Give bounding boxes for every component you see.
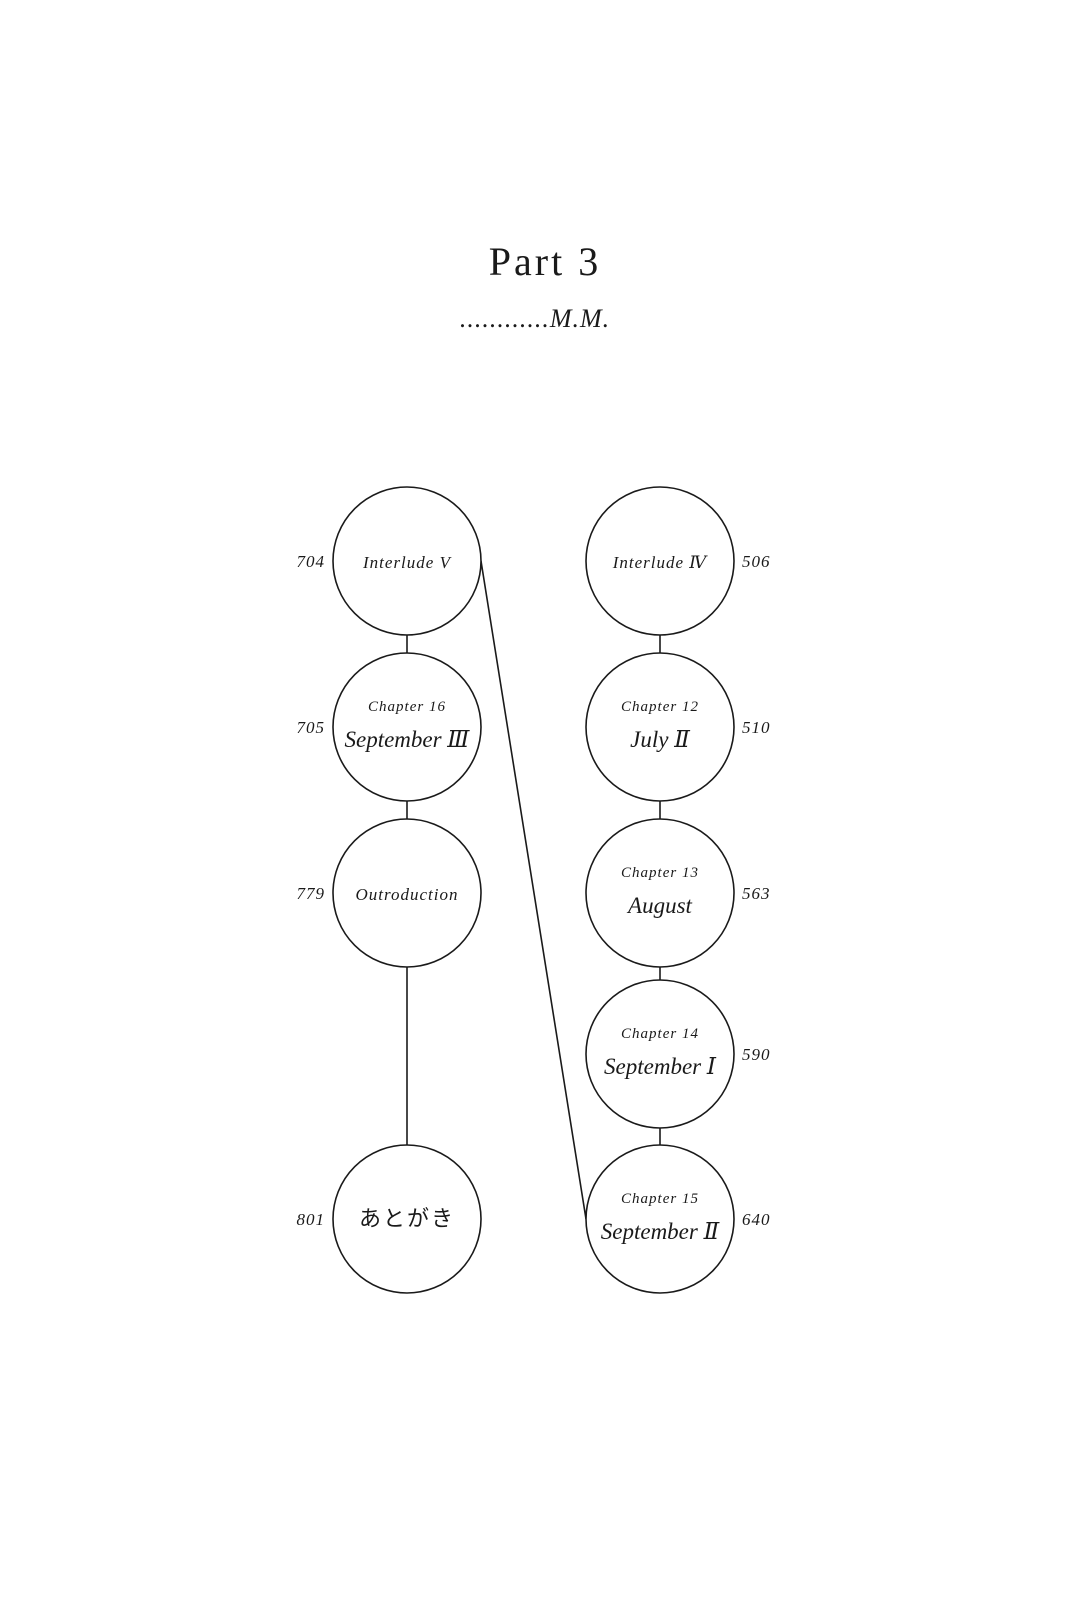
links-layer	[406, 560, 661, 1220]
chapter-title-chapter-14: September Ⅰ	[604, 1054, 717, 1079]
node-chapter-12: Chapter 12 July Ⅱ 510	[585, 652, 771, 802]
chapter-number-chapter-15: Chapter 15	[621, 1191, 699, 1207]
node-circle-chapter-15	[585, 1144, 735, 1294]
node-circle-outroduction	[332, 818, 482, 968]
link-chapter-15-to-interlude-5	[480, 560, 587, 1220]
node-circle-chapter-16	[332, 652, 482, 802]
node-chapter-15: Chapter 15 September Ⅱ 640	[585, 1144, 771, 1294]
page-number-interlude-5: 704	[297, 552, 326, 571]
node-circle-chapter-14	[585, 979, 735, 1129]
node-circle-atogaki	[332, 1144, 482, 1294]
chapter-number-chapter-16: Chapter 16	[368, 699, 446, 715]
chapter-title-chapter-13: August	[626, 893, 693, 918]
page-number-atogaki: 801	[297, 1210, 326, 1229]
node-chapter-16: Chapter 16 September Ⅲ 705	[297, 652, 482, 802]
page-subtitle: ............M.M.	[459, 304, 611, 333]
node-title-outroduction: Outroduction	[356, 885, 459, 904]
node-title-atogaki: あとがき	[359, 1207, 455, 1232]
page-title: Part 3	[488, 239, 602, 284]
chapter-number-chapter-13: Chapter 13	[621, 865, 699, 881]
node-outroduction: Outroduction 779	[297, 818, 482, 968]
node-title-interlude-5: Interlude V	[362, 553, 453, 572]
node-interlude-5: Interlude V 704	[297, 486, 482, 636]
chapter-title-chapter-12: July Ⅱ	[630, 727, 690, 752]
node-atogaki: あとがき 801	[297, 1144, 482, 1294]
page-number-chapter-14: 590	[742, 1045, 771, 1064]
page-number-chapter-16: 705	[297, 718, 326, 737]
chapter-number-chapter-12: Chapter 12	[621, 699, 699, 715]
page-number-interlude-4: 506	[742, 552, 771, 571]
chapter-title-chapter-15: September Ⅱ	[601, 1219, 720, 1244]
node-circle-interlude-5	[332, 486, 482, 636]
node-circle-interlude-4	[585, 486, 735, 636]
page-number-chapter-12: 510	[742, 718, 771, 737]
node-circle-chapter-12	[585, 652, 735, 802]
page-number-chapter-13: 563	[742, 884, 771, 903]
node-interlude-4: Interlude Ⅳ 506	[585, 486, 771, 636]
page-number-outroduction: 779	[297, 884, 326, 903]
node-title-interlude-4: Interlude Ⅳ	[612, 553, 709, 572]
chapter-number-chapter-14: Chapter 14	[621, 1026, 699, 1042]
node-circle-chapter-13	[585, 818, 735, 968]
chapter-title-chapter-16: September Ⅲ	[344, 727, 470, 752]
node-chapter-13: Chapter 13 August 563	[585, 818, 771, 968]
page-number-chapter-15: 640	[742, 1210, 771, 1229]
node-chapter-14: Chapter 14 September Ⅰ 590	[585, 979, 771, 1129]
